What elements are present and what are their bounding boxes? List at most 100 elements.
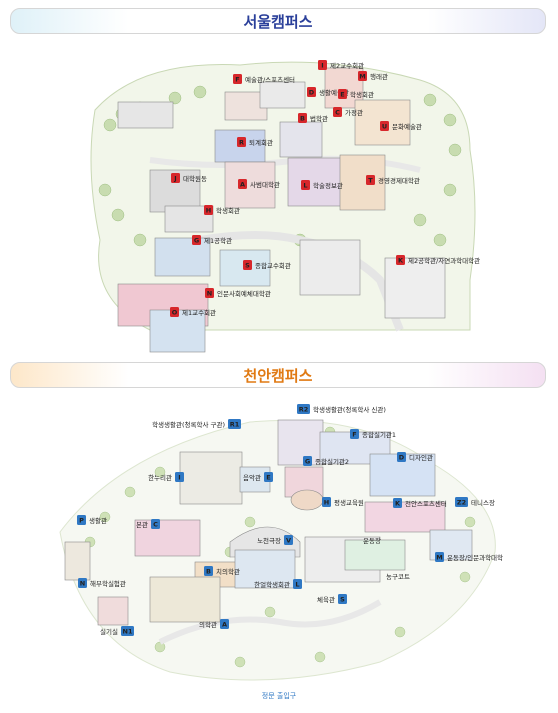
building-name: 법학관 <box>310 114 328 123</box>
building-code-badge <box>78 578 87 588</box>
cheonan-campus-banner: 천안캠퍼스 <box>10 362 546 388</box>
building-name: 디자인관 <box>409 453 433 462</box>
building-code-badge <box>171 173 180 183</box>
building-code-badge <box>284 535 293 545</box>
building-name: 한얼학생회관 <box>254 580 290 589</box>
building-code: R2 <box>299 406 309 414</box>
building-name: 생활예술관 <box>319 88 349 97</box>
building-code-badge <box>297 404 310 414</box>
building-code: A <box>240 181 245 189</box>
seoul-building-label-0[interactable]: I 제2교수회관 <box>318 60 364 70</box>
building-name: 가정관 <box>345 108 363 117</box>
building-code-badge <box>350 429 359 439</box>
building-name: 음악관 <box>243 473 261 482</box>
building-code-badge <box>380 121 389 131</box>
seoul-building-label-14[interactable]: G 제1공학관 <box>192 235 232 245</box>
building-code: S <box>340 596 345 604</box>
building-code-badge <box>301 180 310 190</box>
building-code-badge <box>293 579 302 589</box>
building-name: 제2공학관/자연과학대학관 <box>408 256 480 265</box>
building-code-badge <box>435 552 444 562</box>
building-code: B <box>300 115 305 123</box>
building-code-badge <box>243 260 252 270</box>
building-name: 제2교수회관 <box>330 61 364 70</box>
building-name: 제1교수회관 <box>182 308 216 317</box>
building-code: G <box>305 458 310 466</box>
seoul-building-label-6[interactable]: C 가정관 <box>333 107 363 117</box>
building-code-badge <box>238 179 247 189</box>
building-code-badge <box>358 71 367 81</box>
building-name: 제1공학관 <box>204 236 232 245</box>
building-code: U <box>382 123 387 131</box>
building-code: G <box>194 237 199 245</box>
building-name: 인문사회예체대학관 <box>217 289 271 298</box>
building-name: 학생회관 <box>216 206 240 215</box>
cheonan-building-label-0[interactable]: R2 학생생활관(청록학사 신관) <box>297 404 386 414</box>
seoul-building-label-10[interactable]: A 사범대학관 <box>238 179 280 189</box>
building-code-badge <box>264 472 273 482</box>
building-code-badge <box>121 626 134 636</box>
building-code-badge <box>175 472 184 482</box>
building-name: 운동장/인문과학대학 <box>447 553 503 562</box>
seoul-campus-title: 서울캠퍼스 <box>243 12 313 31</box>
building-code: V <box>286 537 291 545</box>
building-code: S <box>245 262 250 270</box>
building-code-badge <box>220 619 229 629</box>
cheonan-building-label-6[interactable]: E 음악관 <box>243 472 273 482</box>
building-name: 학생생활관(청록학사 신관) <box>313 405 386 414</box>
building-code-badge <box>170 307 179 317</box>
building-name: 경영경제대학관 <box>378 176 420 185</box>
building-code-badge <box>298 113 307 123</box>
building-name: 한누리관 <box>148 473 172 482</box>
building-code-badge <box>237 137 246 147</box>
seoul-building-label-5[interactable]: B 법학관 <box>298 113 328 123</box>
building-name: 체육관 <box>317 595 335 604</box>
building-code: E <box>266 474 270 482</box>
building-code-badge <box>338 89 347 99</box>
building-code: B <box>206 568 211 576</box>
cheonan-campus-title: 천안캠퍼스 <box>243 366 313 385</box>
building-name: 사범대학관 <box>250 180 280 189</box>
building-code-badge <box>228 419 241 429</box>
building-name: 예술관/스포츠센터 <box>245 75 295 84</box>
cheonan-building-label-17[interactable]: S 체육관 <box>317 594 347 604</box>
building-code-badge <box>151 519 160 529</box>
building-code: H <box>206 207 211 215</box>
building-code: R1 <box>230 421 240 429</box>
cheonan-building-label-11[interactable]: C본관 <box>136 519 160 529</box>
building-code-badge <box>322 497 331 507</box>
building-code: F <box>352 431 356 439</box>
seoul-building-label-13[interactable]: H 학생회관 <box>204 205 240 215</box>
building-code: I <box>321 62 323 70</box>
building-code: C <box>335 109 340 117</box>
